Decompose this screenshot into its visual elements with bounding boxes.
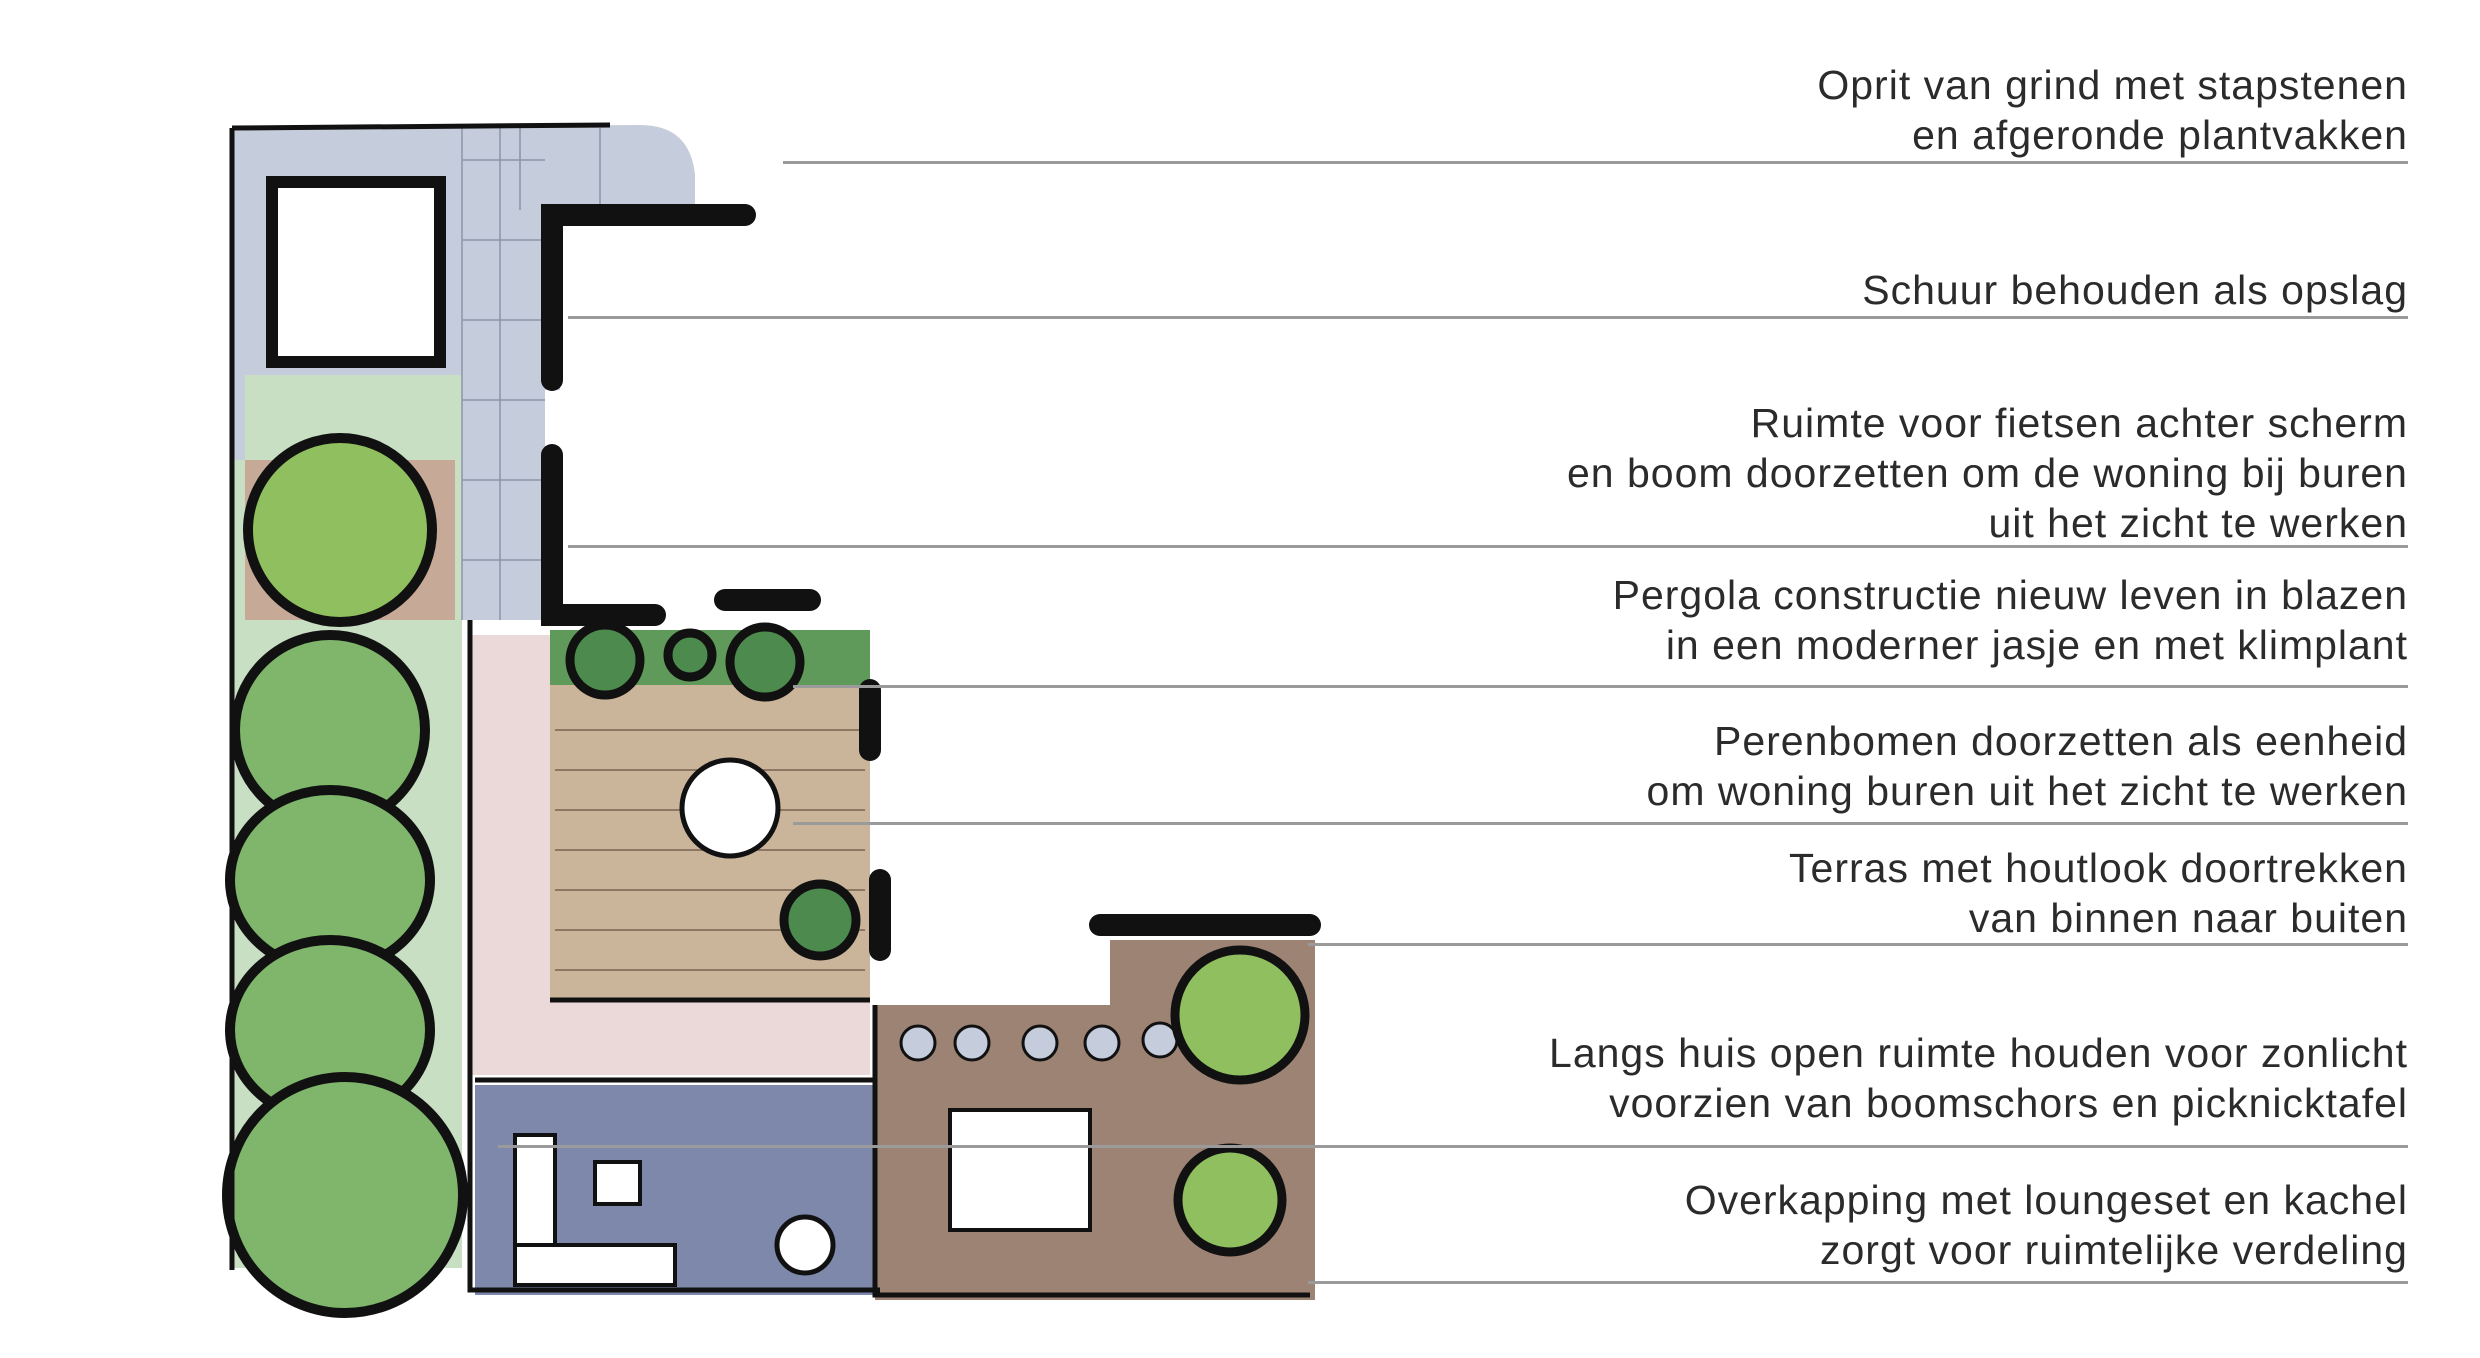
rule-oprit — [783, 161, 2408, 164]
shed — [266, 176, 446, 368]
annotation-terras: Terras met houtlook doortrekken van binn… — [1789, 843, 2408, 943]
walls — [541, 204, 1321, 961]
annotation-pergola: Pergola constructie nieuw leven in blaze… — [1613, 570, 2408, 670]
annotation-fietsen-line2: en boom doorzetten om de woning bij bure… — [1566, 450, 2408, 496]
annotation-perenbomen-line1: Perenbomen doorzetten als eenheid — [1713, 718, 2408, 764]
annotation-zonlicht-line2: voorzien van boomschors en picknicktafel — [1609, 1080, 2408, 1126]
annotation-schuur-line1: Schuur behouden als opslag — [1862, 267, 2408, 313]
annotation-zonlicht: Langs huis open ruimte houden voor zonli… — [1549, 1028, 2408, 1128]
annotation-oprit-line2: en afgeronde plantvakken — [1912, 112, 2408, 158]
annotation-fietsen-line1: Ruimte voor fietsen achter scherm — [1750, 400, 2408, 446]
annotation-terras-line2: van binnen naar buiten — [1968, 895, 2408, 941]
annotation-terras-line1: Terras met houtlook doortrekken — [1789, 845, 2408, 891]
annotation-perenbomen: Perenbomen doorzetten als eenheid om won… — [1647, 716, 2408, 816]
annotation-fietsen: Ruimte voor fietsen achter scherm en boo… — [1567, 398, 2408, 548]
rule-terras — [1308, 943, 2408, 946]
annotation-pergola-line2: in een moderner jasje en met klimplant — [1665, 622, 2408, 668]
rule-pergola — [793, 685, 2408, 688]
rule-overkapping — [1308, 1281, 2408, 1284]
tree-bikes — [243, 433, 437, 627]
dining-table — [679, 757, 781, 859]
stepping-stones — [899, 1021, 1179, 1062]
lounge-table — [593, 1160, 642, 1206]
rule-fietsen — [568, 545, 2408, 548]
annotation-overkapping: Overkapping met loungeset en kachel zorg… — [1685, 1175, 2408, 1275]
climber-shrubs — [565, 620, 861, 961]
rule-zonlicht — [498, 1145, 2408, 1148]
lounge-sofa-b — [513, 1243, 677, 1287]
driveway-grid — [461, 128, 601, 620]
rule-schuur — [568, 316, 2408, 319]
bark-trees — [1170, 945, 1310, 1257]
annotation-perenbomen-line2: om woning buren uit het zicht te werken — [1646, 768, 2408, 814]
annotation-fietsen-line3: uit het zicht te werken — [1988, 500, 2408, 546]
annotation-pergola-line1: Pergola constructie nieuw leven in blaze… — [1612, 572, 2408, 618]
annotation-oprit: Oprit van grind met stapstenen en afgero… — [1817, 60, 2408, 160]
annotation-oprit-line1: Oprit van grind met stapstenen — [1817, 62, 2408, 108]
annotation-overkapping-line1: Overkapping met loungeset en kachel — [1684, 1177, 2408, 1223]
picnic-table — [948, 1108, 1092, 1232]
rule-perenbomen — [793, 822, 2408, 825]
annotation-zonlicht-line1: Langs huis open ruimte houden voor zonli… — [1549, 1030, 2408, 1076]
stove — [774, 1214, 836, 1276]
annotation-overkapping-line2: zorgt voor ruimtelijke verdeling — [1819, 1227, 2408, 1273]
annotation-schuur: Schuur behouden als opslag — [1862, 265, 2408, 315]
boundary — [229, 122, 1310, 1298]
